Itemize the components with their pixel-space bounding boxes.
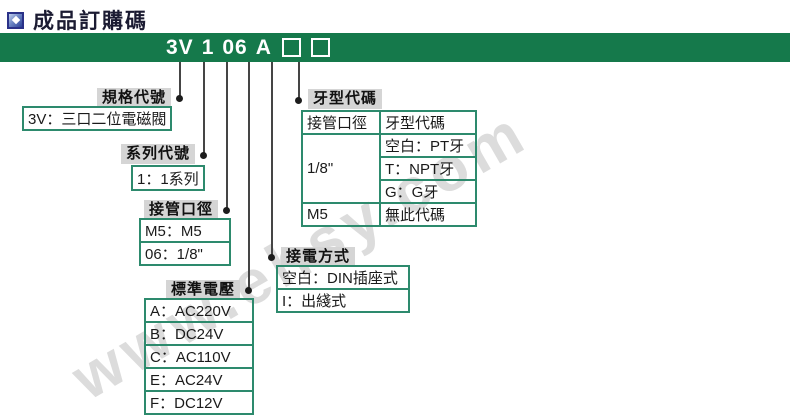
voltage-row: E：AC24V bbox=[144, 367, 254, 392]
page-header: 成品訂購碼 bbox=[7, 5, 148, 35]
voltage-row: B：DC24V bbox=[144, 321, 254, 346]
thread-col-header-code: 牙型代碼 bbox=[379, 110, 477, 135]
code-part-voltage: A bbox=[255, 35, 272, 59]
thread-code-cell: 空白：PT牙 bbox=[379, 133, 477, 158]
electrical-row: 空白：DIN插座式 bbox=[276, 265, 410, 290]
label-spec-code: 規格代號 bbox=[96, 88, 171, 108]
label-standard-voltage: 標準電壓 bbox=[165, 280, 240, 300]
leader-line-electrical bbox=[271, 62, 273, 257]
voltage-row: C：AC110V bbox=[144, 344, 254, 369]
code-part-spec: 3V bbox=[166, 35, 194, 59]
port-row: 06：1/8" bbox=[139, 241, 231, 266]
label-port-size: 接管口徑 bbox=[143, 200, 218, 220]
thread-port-cell: 1/8" bbox=[301, 133, 381, 204]
series-row: 1：1系列 bbox=[131, 165, 205, 191]
bullet-diamond bbox=[11, 15, 20, 25]
thread-code-cell: T：NPT牙 bbox=[379, 156, 477, 181]
leader-line-series bbox=[203, 62, 205, 155]
leader-line-thread bbox=[298, 62, 300, 100]
section-bullet-icon bbox=[7, 11, 24, 29]
leader-dot-electrical bbox=[268, 254, 275, 261]
series-code-box: 1：1系列 bbox=[131, 165, 205, 191]
leader-dot-spec bbox=[176, 95, 183, 102]
leader-dot-series bbox=[200, 152, 207, 159]
leader-dot-port bbox=[223, 207, 230, 214]
voltage-options-box: A：AC220V B：DC24V C：AC110V E：AC24V F：DC12… bbox=[144, 298, 254, 415]
port-row: M5：M5 bbox=[139, 218, 231, 243]
leader-line-voltage bbox=[248, 62, 250, 290]
leader-dot-voltage bbox=[245, 287, 252, 294]
code-placeholder-box-2 bbox=[310, 38, 330, 57]
electrical-entry-box: 空白：DIN插座式 I：出綫式 bbox=[276, 265, 410, 313]
thread-code-table: 接管口徑 牙型代碼 1/8" 空白：PT牙 T：NPT牙 G：G牙 M5 無此代… bbox=[301, 110, 477, 227]
spec-code-box: 3V：三口二位電磁閥 bbox=[21, 106, 173, 131]
voltage-row: A：AC220V bbox=[144, 298, 254, 323]
label-thread-code: 牙型代碼 bbox=[308, 89, 383, 109]
leader-line-port bbox=[226, 62, 228, 210]
code-part-series: 1 bbox=[201, 35, 215, 59]
thread-code-cell: 無此代碼 bbox=[379, 202, 477, 227]
leader-line-spec bbox=[179, 62, 181, 98]
thread-code-cell: G：G牙 bbox=[379, 179, 477, 204]
code-placeholder-box-1 bbox=[281, 38, 301, 57]
model-code: 3V 1 06 A bbox=[166, 36, 330, 60]
page-title: 成品訂購碼 bbox=[33, 10, 148, 33]
code-part-port: 06 bbox=[222, 35, 248, 59]
thread-col-header-port: 接管口徑 bbox=[301, 110, 381, 135]
model-code-banner: 3V 1 06 A bbox=[0, 33, 790, 62]
voltage-row: F：DC12V bbox=[144, 390, 254, 415]
port-size-box: M5：M5 06：1/8" bbox=[139, 218, 231, 266]
leader-dot-thread bbox=[295, 97, 302, 104]
electrical-row: I：出綫式 bbox=[276, 288, 410, 313]
spec-row: 3V：三口二位電磁閥 bbox=[21, 106, 173, 131]
thread-port-cell: M5 bbox=[301, 202, 381, 227]
label-series-code: 系列代號 bbox=[120, 144, 195, 164]
label-electrical-entry: 接電方式 bbox=[281, 247, 356, 267]
